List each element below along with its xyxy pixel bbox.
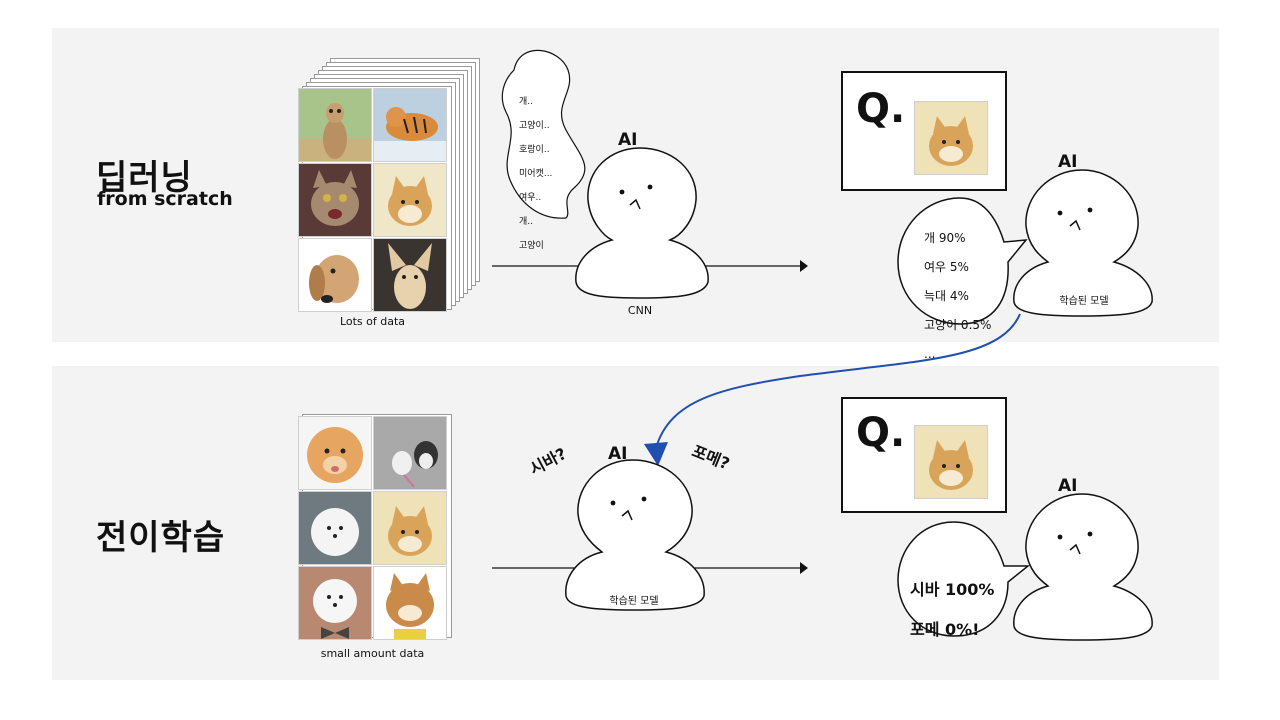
thought-line: 호랑이.. <box>519 145 550 155</box>
fennec-fox-photo <box>373 238 447 312</box>
question-mark-bottom: Q. <box>856 410 906 456</box>
answer-text-bottom: 시바 100% 포메 0%! <box>910 560 994 660</box>
answer-line: 포메 0%! <box>910 620 980 639</box>
cnn-character <box>575 147 709 299</box>
cat-photo <box>298 163 372 237</box>
answer-bubble-bottom <box>897 521 1031 637</box>
pretrained-character <box>565 459 705 611</box>
cnn-ai-label: AI <box>618 130 638 150</box>
thought-line: 개.. <box>519 217 534 227</box>
pretrained-ai-label: AI <box>608 444 628 464</box>
answer-line: 여우 5% <box>924 259 969 274</box>
scratch-title: 딥러닝 <box>96 158 193 198</box>
meerkat-photo <box>298 88 372 162</box>
answer-line: 고양이 0.5% <box>924 317 992 332</box>
data-caption: Lots of data <box>339 315 406 328</box>
thought-line: 고양이.. <box>519 121 550 131</box>
transfer-title: 전이학습 <box>96 518 226 558</box>
thought-bubble <box>501 49 586 219</box>
answer-line: 늑대 4% <box>924 288 969 303</box>
shiba-photo <box>373 163 447 237</box>
white-pomeranian-photo <box>298 491 372 565</box>
pomeranian-photo <box>298 416 372 490</box>
answer-line: 시바 100% <box>910 580 995 599</box>
thought-line: 여우.. <box>519 193 542 203</box>
shiba-photo-2 <box>373 491 447 565</box>
finetuned-character <box>1013 493 1153 641</box>
tiger-photo <box>373 88 447 162</box>
trained-ai-label: AI <box>1058 152 1078 172</box>
thought-line: 개.. <box>519 97 534 107</box>
trained-model-caption: 학습된 모델 <box>1059 296 1109 307</box>
answer-text: 개 90% 여우 5% 늑대 4% 고양이 0.5% ... <box>924 216 991 376</box>
trained-character <box>1013 169 1153 317</box>
answer-bubble <box>897 197 1028 325</box>
husky-puppy-photo <box>373 416 447 490</box>
answer-line: 개 90% <box>924 230 966 245</box>
answer-line: ... <box>924 346 936 361</box>
query-shiba-photo <box>914 101 988 175</box>
finetuned-ai-label: AI <box>1058 476 1078 496</box>
cnn-caption: CNN <box>627 304 653 317</box>
question-mark: Q. <box>856 86 906 132</box>
transfer-arrow <box>655 313 1021 449</box>
smiling-shiba-photo <box>373 566 447 640</box>
small-data-caption: small amount data <box>320 647 425 660</box>
thought-line: 미어캣... <box>519 169 553 179</box>
bowtie-pomeranian-photo <box>298 566 372 640</box>
dog-photo <box>298 238 372 312</box>
query-shiba-photo-bottom <box>914 425 988 499</box>
pretrained-model-caption: 학습된 모델 <box>609 596 659 607</box>
scratch-subtitle: from scratch <box>97 188 233 210</box>
thought-text: 개.. 고양이.. 호랑이.. 미어캣... 여우.. 개.. 고양이 <box>519 84 552 264</box>
thought-line: 고양이 <box>519 241 544 251</box>
